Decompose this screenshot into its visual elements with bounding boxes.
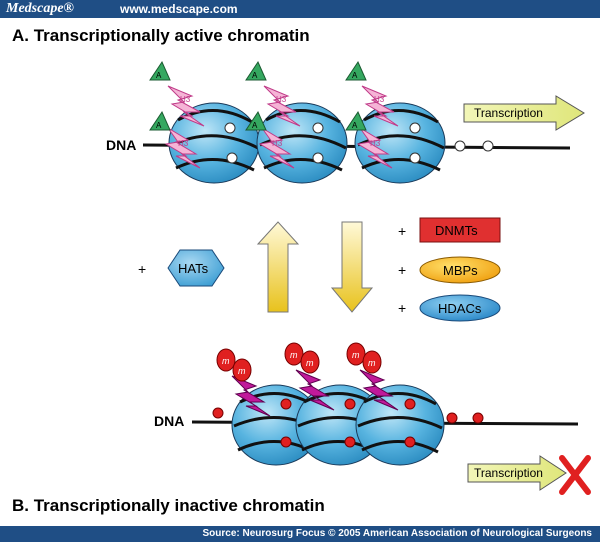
methylated-cpg bbox=[446, 412, 458, 424]
transcription-arrow-b: Transcription bbox=[467, 455, 567, 491]
svg-text:m: m bbox=[290, 350, 298, 360]
brand-logo[interactable]: Medscape® bbox=[6, 1, 74, 16]
blocked-x-icon bbox=[559, 455, 591, 495]
dnmts-box: DNMTs bbox=[419, 217, 501, 243]
dna-label-b: DNA bbox=[154, 413, 184, 429]
nucleosome-b3 bbox=[355, 384, 445, 466]
svg-text:m: m bbox=[368, 358, 376, 368]
plus-sign: + bbox=[398, 262, 406, 278]
svg-text:H3: H3 bbox=[272, 139, 283, 148]
transcription-label-a: Transcription bbox=[474, 106, 543, 120]
source-citation: Source: Neurosurg Focus © 2005 American … bbox=[202, 528, 593, 539]
hats-hexagon: HATs bbox=[167, 249, 225, 287]
down-arrow bbox=[330, 221, 374, 313]
dna-label-a: DNA bbox=[106, 137, 136, 153]
histone-tail-b2: m m bbox=[284, 342, 335, 411]
transcription-arrow-a: Transcription bbox=[463, 95, 585, 131]
svg-text:A: A bbox=[156, 71, 162, 80]
histone-tail-a3: H3 A H3 A bbox=[345, 60, 399, 169]
unmethylated-cpg bbox=[454, 140, 466, 152]
svg-text:A: A bbox=[252, 121, 258, 130]
svg-text:H3: H3 bbox=[370, 139, 381, 148]
svg-text:A: A bbox=[252, 71, 258, 80]
chromatin-diagram: DNA H3 A H3 A H3 bbox=[106, 60, 591, 495]
hdacs-ellipse: HDACs bbox=[419, 294, 501, 322]
histone-tail-a2: H3 A H3 A bbox=[245, 60, 301, 169]
acetyl-mark bbox=[149, 60, 171, 81]
panel-b-title: B. Transcriptionally inactive chromatin bbox=[12, 496, 325, 515]
svg-text:m: m bbox=[352, 350, 360, 360]
plus-sign: + bbox=[138, 261, 146, 277]
up-arrow bbox=[256, 221, 300, 313]
svg-text:A: A bbox=[352, 71, 358, 80]
panel-a-title: A. Transcriptionally active chromatin bbox=[12, 26, 310, 45]
unmethylated-cpg bbox=[482, 140, 494, 152]
acetyl-mark bbox=[245, 60, 267, 81]
histone-tail-a1: H3 A H3 A bbox=[149, 60, 205, 169]
hdacs-label: HDACs bbox=[438, 301, 482, 316]
svg-text:H3: H3 bbox=[374, 95, 385, 104]
histone-tail-b3: m m bbox=[346, 342, 399, 411]
svg-text:H3: H3 bbox=[276, 95, 287, 104]
histone-tail-b1: m m bbox=[216, 348, 271, 417]
acetyl-mark bbox=[245, 110, 267, 131]
hats-label: HATs bbox=[178, 261, 209, 276]
acetyl-mark bbox=[149, 110, 171, 131]
plus-sign: + bbox=[398, 223, 406, 239]
site-url[interactable]: www.medscape.com bbox=[120, 2, 238, 16]
svg-text:H3: H3 bbox=[180, 95, 191, 104]
mbps-ellipse: MBPs bbox=[419, 256, 501, 284]
svg-text:m: m bbox=[222, 356, 230, 366]
transcription-label-b: Transcription bbox=[474, 466, 543, 480]
acetyl-mark bbox=[345, 60, 367, 81]
mbps-label: MBPs bbox=[443, 263, 478, 278]
acetyl-mark bbox=[345, 110, 367, 131]
svg-text:H3: H3 bbox=[178, 139, 189, 148]
nucleosome-a2 bbox=[256, 102, 348, 184]
methylated-cpg bbox=[212, 407, 224, 419]
methylated-cpg bbox=[472, 412, 484, 424]
svg-text:m: m bbox=[238, 366, 246, 376]
svg-text:A: A bbox=[156, 121, 162, 130]
svg-text:m: m bbox=[306, 358, 314, 368]
header-bar: Medscape® www.medscape.com bbox=[0, 0, 600, 18]
svg-text:A: A bbox=[352, 121, 358, 130]
footer-bar: Source: Neurosurg Focus © 2005 American … bbox=[0, 526, 600, 542]
plus-sign: + bbox=[398, 300, 406, 316]
dnmts-label: DNMTs bbox=[435, 223, 478, 238]
nucleosome-a3 bbox=[354, 102, 446, 184]
